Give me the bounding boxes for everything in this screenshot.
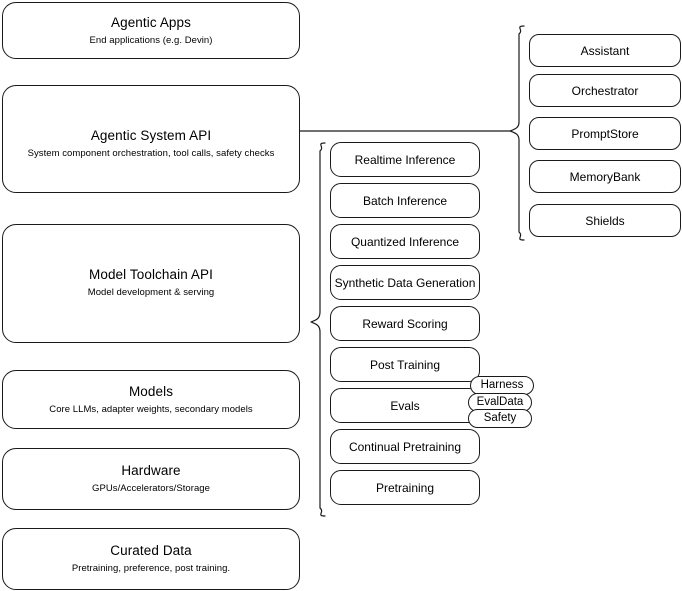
capability-label: Evals <box>390 398 420 413</box>
layer-box-models[interactable]: Models Core LLMs, adapter weights, secon… <box>2 370 300 429</box>
brace-toolchain-capabilities <box>310 142 326 517</box>
layer-box-hardware[interactable]: Hardware GPUs/Accelerators/Storage <box>2 448 300 510</box>
capability-label: Reward Scoring <box>362 316 448 331</box>
capability-box-quantized-inference[interactable]: Quantized Inference <box>330 224 480 259</box>
layer-title: Agentic Apps <box>110 14 191 30</box>
layer-title: Curated Data <box>110 543 192 558</box>
layer-title: Agentic System API <box>90 128 212 143</box>
component-box-promptstore[interactable]: PromptStore <box>529 117 681 150</box>
layer-box-agentic-apps[interactable]: Agentic Apps End applications (e.g. Devi… <box>2 2 300 59</box>
evals-pill-label: Safety <box>483 412 517 424</box>
capability-label: Quantized Inference <box>350 234 460 249</box>
capability-label: Continual Pretraining <box>348 439 462 454</box>
layer-text-block: Curated Data Pretraining, preference, po… <box>3 543 299 575</box>
capability-label: Pretraining <box>375 480 435 495</box>
component-box-shields[interactable]: Shields <box>529 204 681 237</box>
capability-box-post-training[interactable]: Post Training <box>330 347 480 382</box>
layer-text-block: Agentic System API System component orch… <box>3 128 299 160</box>
capability-box-batch-inference[interactable]: Batch Inference <box>330 183 480 218</box>
evals-pill-safety[interactable]: Safety <box>468 409 532 428</box>
layer-box-model-toolchain-api[interactable]: Model Toolchain API Model development & … <box>2 224 300 343</box>
layer-text-block: Hardware GPUs/Accelerators/Storage <box>3 463 299 495</box>
component-box-assistant[interactable]: Assistant <box>529 34 681 67</box>
component-box-memorybank[interactable]: MemoryBank <box>529 160 681 193</box>
layer-title: Model Toolchain API <box>89 267 213 282</box>
capability-label: Post Training <box>369 357 441 372</box>
evals-pill-label: Harness <box>480 379 524 391</box>
layer-subtitle: GPUs/Accelerators/Storage <box>92 483 210 494</box>
capability-box-realtime-inference[interactable]: Realtime Inference <box>330 142 480 177</box>
capability-box-pretraining[interactable]: Pretraining <box>330 470 480 505</box>
layer-text-block: Models Core LLMs, adapter weights, secon… <box>3 384 299 416</box>
component-label: Assistant <box>580 43 630 58</box>
layer-box-curated-data[interactable]: Curated Data Pretraining, preference, po… <box>2 528 300 590</box>
layer-subtitle: System component orchestration, tool cal… <box>27 148 275 159</box>
layer-subtitle: End applications (e.g. Devin) <box>89 34 213 46</box>
component-label: MemoryBank <box>569 169 641 184</box>
capability-box-evals[interactable]: Evals <box>330 388 480 423</box>
capability-box-synthetic-data-generation[interactable]: Synthetic Data Generation <box>330 265 480 300</box>
capability-box-reward-scoring[interactable]: Reward Scoring <box>330 306 480 341</box>
layer-text-block: Model Toolchain API Model development & … <box>3 267 299 299</box>
layer-subtitle: Core LLMs, adapter weights, secondary mo… <box>49 403 253 415</box>
evals-pill-label: EvalData <box>476 396 524 408</box>
capability-box-continual-pretraining[interactable]: Continual Pretraining <box>330 429 480 464</box>
layer-title: Hardware <box>121 463 181 478</box>
component-label: PromptStore <box>571 126 639 141</box>
component-label: Shields <box>585 213 625 228</box>
component-box-orchestrator[interactable]: Orchestrator <box>529 74 681 107</box>
layer-subtitle: Model development & serving <box>87 287 215 298</box>
capability-label: Synthetic Data Generation <box>334 275 476 290</box>
layer-text-block: Agentic Apps End applications (e.g. Devi… <box>3 15 299 47</box>
component-label: Orchestrator <box>571 83 639 98</box>
capability-label: Realtime Inference <box>354 152 456 167</box>
layer-subtitle: Pretraining, preference, post training. <box>71 563 231 574</box>
layer-box-agentic-system-api[interactable]: Agentic System API System component orch… <box>2 85 300 193</box>
capability-label: Batch Inference <box>362 193 448 208</box>
brace-system-components <box>509 25 525 241</box>
layer-title: Models <box>128 383 174 399</box>
